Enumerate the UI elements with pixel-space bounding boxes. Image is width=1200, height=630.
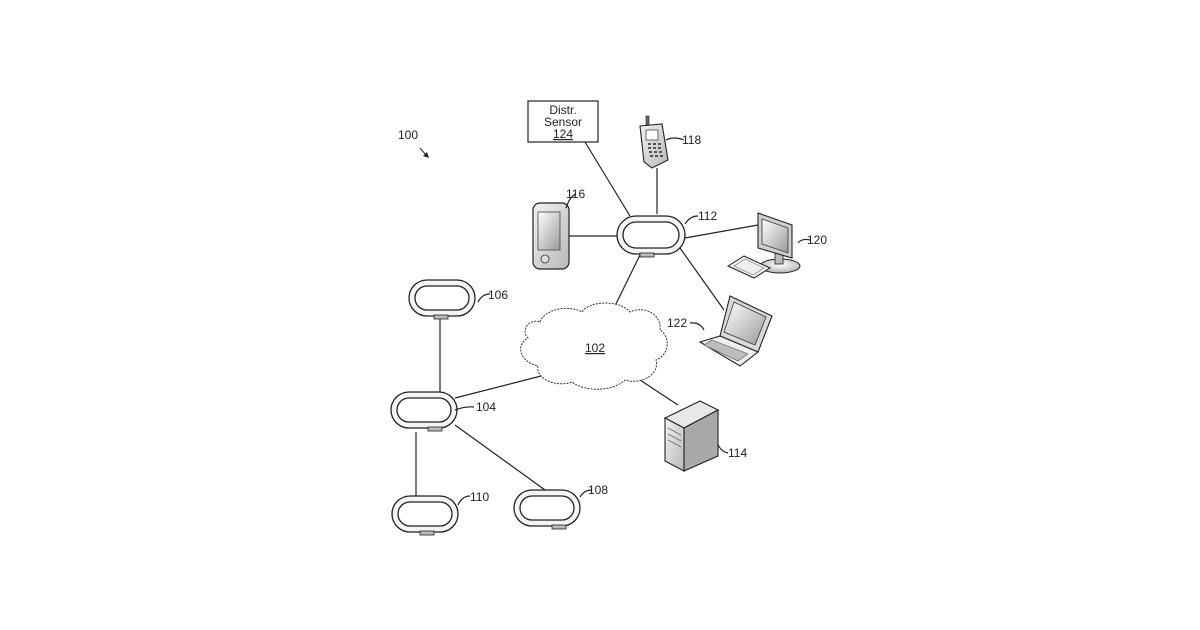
band-104 [391, 392, 457, 431]
figure-pointer-arrow [420, 148, 429, 158]
link-102-112 [612, 255, 640, 312]
network-label: 102 [585, 341, 605, 355]
band-106 [409, 280, 475, 319]
band-110-label: 110 [470, 490, 489, 504]
link-104-102 [455, 375, 545, 398]
band-108 [514, 490, 580, 529]
band-106-label: 106 [488, 288, 508, 302]
band-108-label: 108 [588, 483, 608, 497]
figure-ref-label: 100 [398, 128, 418, 142]
distributed-sensor-box: Distr. Sensor 124 [528, 101, 598, 142]
tablet-icon [533, 203, 569, 269]
laptop-computer-icon [700, 296, 772, 366]
server-label: 114 [728, 446, 747, 460]
sensor-label-number: 124 [553, 127, 573, 141]
band-110 [392, 496, 458, 535]
laptop-label: 122 [667, 316, 687, 330]
link-112-120 [685, 225, 758, 238]
band-112 [617, 216, 685, 257]
desktop-computer-icon [728, 213, 800, 278]
link-112-122 [680, 248, 724, 310]
band-112-label: 112 [698, 209, 717, 223]
network-cloud: 102 [521, 303, 668, 389]
server-tower-icon [665, 401, 718, 471]
link-102-114 [640, 380, 678, 405]
phone-label: 118 [682, 133, 701, 147]
tablet-label: 116 [566, 187, 585, 201]
desktop-label: 120 [807, 233, 827, 247]
link-104-108 [455, 425, 545, 490]
link-124-112 [585, 142, 630, 216]
band-104-label: 104 [476, 400, 496, 414]
mobile-phone-icon [640, 116, 668, 168]
